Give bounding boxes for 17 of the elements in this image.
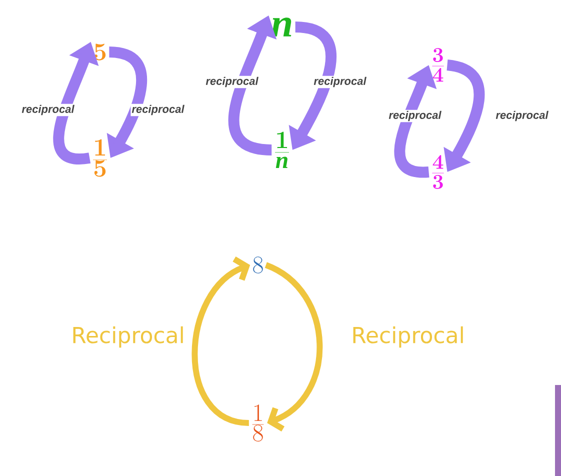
edge-label: reciprocal [20, 104, 76, 116]
edge-label: reciprocal [204, 76, 260, 88]
edge-label: reciprocal [388, 110, 442, 122]
number: $\frac{4}{3}$ [432, 155, 444, 189]
edge-label: reciprocal [312, 76, 368, 88]
curved-arrow [264, 262, 323, 432]
edge-label: reciprocal [494, 110, 550, 122]
curved-arrow [192, 256, 250, 426]
number: $\frac{3}{4}$ [432, 48, 444, 82]
number: $8$ [253, 256, 263, 274]
number: $\frac{1}{5}$ [93, 139, 107, 177]
number: $\frac{1}{n}$ [275, 132, 289, 168]
number: $\frac{1}{8}$ [252, 404, 264, 442]
edge-label: Reciprocal [70, 325, 186, 349]
number: $5$ [94, 44, 106, 60]
edge-label: Reciprocal [350, 325, 466, 349]
edge-label: reciprocal [130, 104, 186, 116]
